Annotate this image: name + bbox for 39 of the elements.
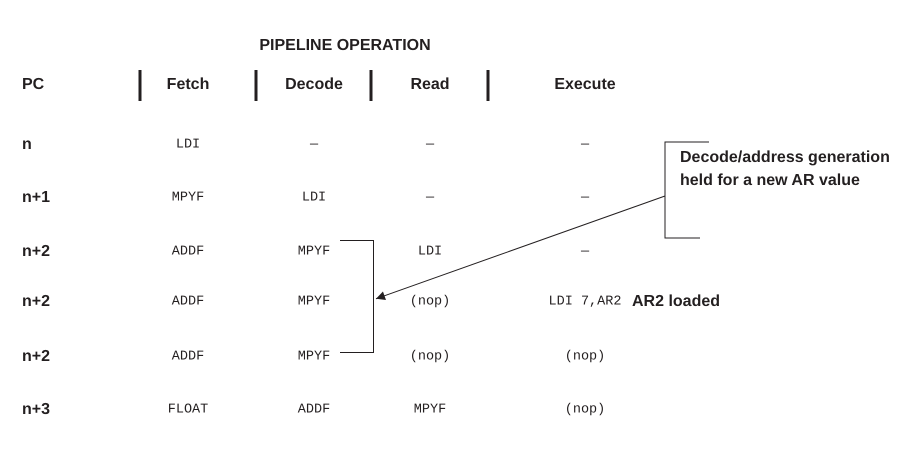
column-header: Read xyxy=(410,76,450,94)
table-cell: LDI 7,AR2 xyxy=(548,294,622,310)
row-label: n+3 xyxy=(22,401,50,419)
table-cell: LDI xyxy=(418,244,442,260)
table-cell: ADDF xyxy=(172,350,204,364)
leader-arrow xyxy=(376,196,666,300)
table-cell: FLOAT xyxy=(168,402,208,418)
table-cell: MPYF xyxy=(414,402,446,418)
table-cell: MPYF xyxy=(298,244,330,260)
row-label: n+2 xyxy=(22,293,50,311)
row-label: n xyxy=(22,136,32,154)
callout-text: Decode/address generation held for a new AR value xyxy=(680,148,891,190)
table-cell: LDI xyxy=(176,138,200,152)
table-cell: — xyxy=(310,138,318,152)
table-cell: LDI xyxy=(302,190,326,206)
column-header: PC xyxy=(22,76,44,94)
table-cell: — xyxy=(580,190,590,206)
status-note: AR2 loaded xyxy=(632,293,720,311)
diagram-title: PIPELINE OPERATION xyxy=(259,37,431,55)
table-cell: — xyxy=(580,138,590,152)
column-header: Execute xyxy=(554,76,616,94)
row-label: n+2 xyxy=(22,348,50,366)
column-header: Decode xyxy=(285,76,343,94)
row-label: n+2 xyxy=(22,243,50,261)
table-cell: — xyxy=(426,138,434,152)
table-cell: MPYF xyxy=(172,190,204,206)
table-cell: ADDF xyxy=(172,244,204,260)
column-header: Fetch xyxy=(166,76,210,94)
table-cell: — xyxy=(426,190,434,206)
table-cell: (nop) xyxy=(564,350,606,364)
table-cell: ADDF xyxy=(298,402,330,418)
table-cell: MPYF xyxy=(298,350,330,364)
table-cell: — xyxy=(580,244,590,260)
table-cell: ADDF xyxy=(172,294,204,310)
table-cell: (nop) xyxy=(410,350,450,364)
table-cell: MPYF xyxy=(298,294,330,310)
table-cell: (nop) xyxy=(410,294,450,310)
row-label: n+1 xyxy=(22,189,50,207)
table-cell: (nop) xyxy=(564,402,606,418)
